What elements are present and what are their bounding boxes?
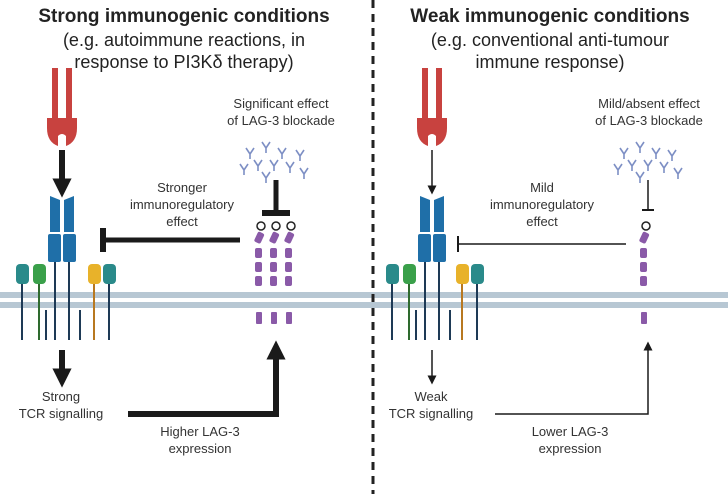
right-subtitle-line1: (e.g. conventional anti-tumour	[430, 30, 670, 50]
right-subtitle-line2: immune response)	[475, 52, 625, 72]
cd3-subunits-left	[16, 264, 116, 340]
left-effect-label-3: effect	[166, 214, 198, 229]
right-lag3-label-1: Lower LAG-3	[531, 424, 609, 439]
antibody-cluster-right	[613, 141, 683, 183]
left-blockade-label-2: of LAG-3 blockade	[227, 113, 335, 128]
right-blockade-label-1: Mild/absent effect	[598, 96, 700, 111]
left-effect-label-2: immunoregulatory	[129, 197, 235, 212]
left-title: Strong immunogenic conditions	[38, 6, 330, 27]
right-effect-label-3: effect	[526, 214, 558, 229]
antibody-cluster-left	[239, 141, 309, 183]
mhc-molecule-right	[417, 68, 447, 146]
lag3-receptor-right	[639, 221, 651, 324]
tcr-complex-left	[48, 196, 76, 340]
right-title: Weak immunogenic conditions	[410, 6, 690, 27]
left-lag3-label-1: Higher LAG-3	[160, 424, 240, 439]
left-subtitle-line1: (e.g. autoimmune reactions, in	[62, 30, 306, 50]
left-blockade-label-1: Significant effect	[233, 96, 329, 111]
right-effect-label-1: Mild	[530, 180, 554, 195]
inhibition-arrow-right	[457, 236, 626, 252]
right-signal-label-2: TCR signalling	[388, 406, 474, 421]
lag3-induction-arrow-left	[128, 340, 286, 417]
tcr-complex-right	[418, 196, 446, 340]
right-signal-label-1: Weak	[414, 389, 448, 404]
right-blockade-label-2: of LAG-3 blockade	[595, 113, 703, 128]
mhc-molecule-left	[47, 68, 77, 146]
left-subtitle-line2: response to PI3Kδ therapy)	[74, 52, 294, 72]
cd3-subunits-right	[386, 264, 484, 340]
left-lag3-label-2: expression	[168, 441, 232, 456]
right-effect-label-2: immunoregulatory	[489, 197, 595, 212]
blockade-inhibition-left	[262, 180, 290, 216]
blockade-inhibition-right	[642, 180, 654, 211]
lag3-induction-arrow-right	[495, 341, 653, 415]
cell-membrane	[0, 292, 728, 308]
lag3-receptors-left	[254, 221, 296, 324]
inhibition-arrow-left	[100, 228, 240, 252]
left-signal-label-2: TCR signalling	[18, 406, 104, 421]
left-effect-label-1: Stronger	[157, 180, 207, 195]
left-signal-label-1: Strong	[41, 389, 81, 404]
right-lag3-label-2: expression	[538, 441, 602, 456]
